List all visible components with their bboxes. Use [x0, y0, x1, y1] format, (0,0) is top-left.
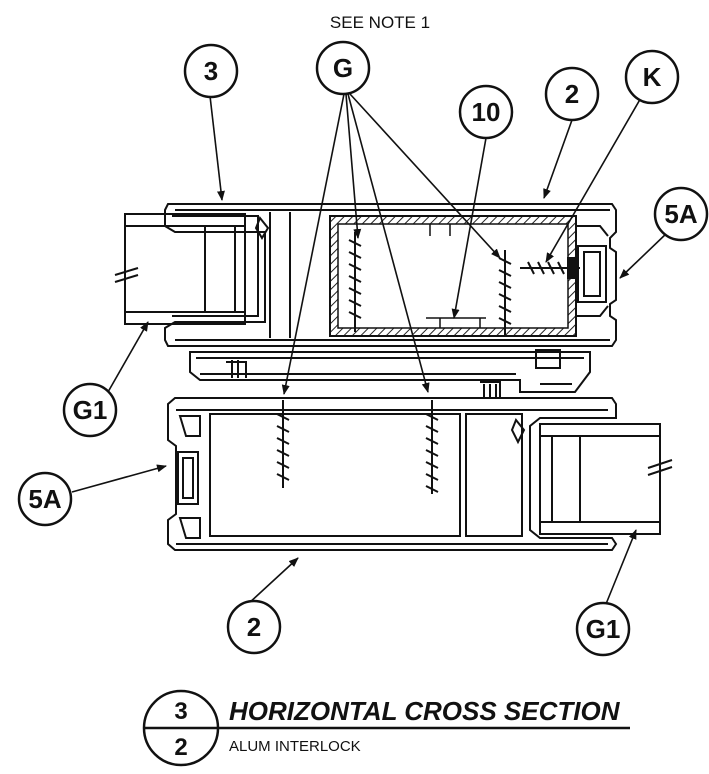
- callout-balloon-k: K: [624, 49, 680, 105]
- svg-text:5A: 5A: [28, 484, 61, 514]
- detail-number: 3: [174, 698, 187, 725]
- upper-sash-profile: [164, 203, 617, 347]
- lower-sash-profile: [167, 397, 618, 551]
- lower-screws: [276, 400, 439, 494]
- callout-balloon-10: 10: [458, 84, 514, 140]
- svg-text:2: 2: [565, 79, 579, 109]
- detail-title: HORIZONTAL CROSS SECTION: [229, 696, 621, 726]
- svg-text:K: K: [643, 62, 662, 92]
- callout-balloon-2-top: 2: [544, 66, 600, 122]
- svg-text:G1: G1: [586, 614, 621, 644]
- upper-right-jamb: [576, 225, 609, 317]
- svg-text:G: G: [333, 53, 353, 83]
- steel-reinforcement-10: [329, 215, 577, 337]
- callout-balloon-5a-left: 5A: [17, 471, 73, 527]
- interlock-profile: [189, 349, 591, 398]
- upper-screws: [348, 232, 580, 336]
- callout-balloon-5a-right: 5A: [653, 186, 709, 242]
- callout-balloon-g1-left: G1: [62, 382, 118, 438]
- svg-text:5A: 5A: [664, 199, 697, 229]
- svg-text:10: 10: [472, 97, 501, 127]
- upper-glazing: [114, 213, 246, 325]
- svg-text:3: 3: [204, 56, 218, 86]
- title-block: 3 2 HORIZONTAL CROSS SECTION ALUM INTERL…: [142, 689, 630, 767]
- callout-balloon-2-bottom: 2: [226, 599, 282, 655]
- svg-text:2: 2: [247, 612, 261, 642]
- detail-subtitle: ALUM INTERLOCK: [229, 738, 361, 755]
- svg-text:G1: G1: [73, 395, 108, 425]
- sheet-number: 2: [174, 734, 187, 761]
- callout-leaders: [71, 93, 669, 605]
- callout-balloon-g1-right: G1: [575, 601, 631, 657]
- lower-glazing: [539, 423, 673, 535]
- callout-balloon-3: 3: [183, 43, 239, 99]
- callout-balloon-g: G: [315, 40, 371, 96]
- see-note-label: SEE NOTE 1: [330, 13, 430, 32]
